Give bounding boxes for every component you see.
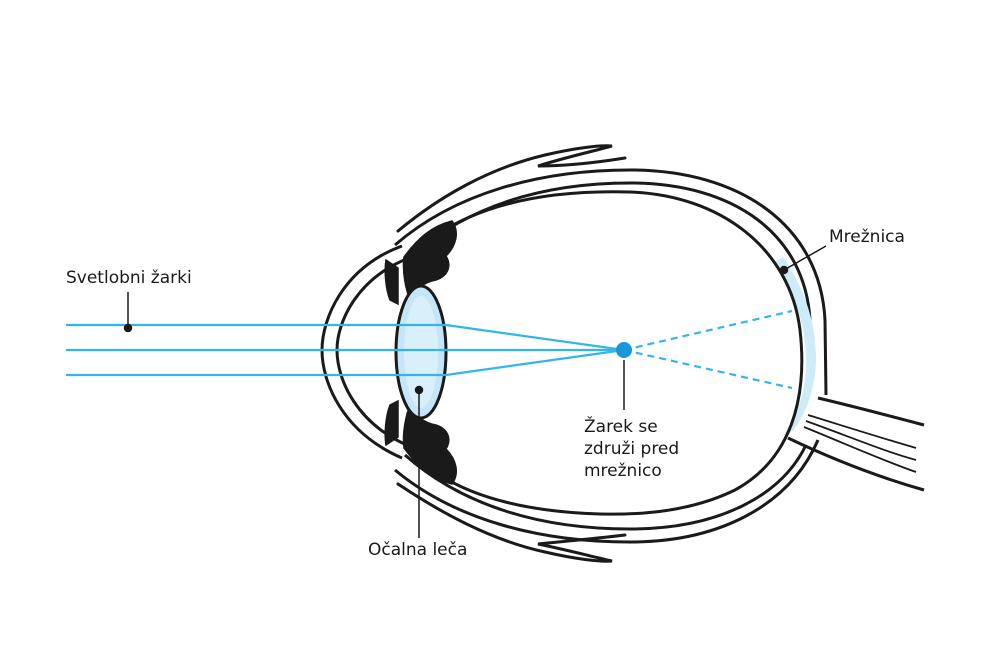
eyeball-inner-outline <box>437 190 804 516</box>
light-ray-top-refracted <box>445 323 625 352</box>
light-ray-bottom-diverging <box>623 348 793 390</box>
optic-nerve-fiber-1 <box>807 414 917 449</box>
sclera-inner-top <box>403 181 812 390</box>
leader-retina <box>783 245 827 271</box>
iris-top <box>384 258 399 306</box>
label-lens: Očalna leča <box>368 540 468 560</box>
leader-retina-dot <box>779 265 789 275</box>
label-focus-point-line-3: mrežnico <box>584 461 662 481</box>
leader-lens-dot <box>414 385 424 395</box>
iris-ciliary <box>384 220 458 485</box>
iris-bottom <box>384 399 399 447</box>
sclera-inner-bottom <box>404 444 808 531</box>
leader-rays-dot <box>123 323 133 333</box>
focus-point-dot <box>616 342 632 358</box>
optic-nerve-fiber-3 <box>803 426 917 473</box>
optic-nerve-bottom <box>787 436 925 492</box>
light-ray-bottom-refracted <box>445 348 625 377</box>
leader-lines <box>123 245 827 538</box>
optic-nerve <box>787 395 925 492</box>
lower-eyelid <box>396 482 627 563</box>
optic-nerve-fiber-2 <box>805 420 917 461</box>
upper-eyelid <box>396 144 627 233</box>
label-retina: Mrežnica <box>829 227 905 247</box>
retina-band <box>773 257 816 436</box>
light-ray-top-diverging <box>623 309 793 352</box>
sclera-outer-bottom <box>394 439 820 544</box>
label-focus-point-line-2: združi pred <box>584 439 680 459</box>
sclera-outer-top <box>394 168 828 396</box>
ciliary-body-bottom <box>402 402 458 485</box>
label-focus-point: Žarek se združi pred mrežnico <box>584 416 679 482</box>
eyelids <box>396 144 627 563</box>
optic-nerve-top <box>817 396 925 427</box>
label-light-rays: Svetlobni žarki <box>66 268 192 288</box>
label-focus-point-line-1: Žarek se <box>584 417 658 437</box>
